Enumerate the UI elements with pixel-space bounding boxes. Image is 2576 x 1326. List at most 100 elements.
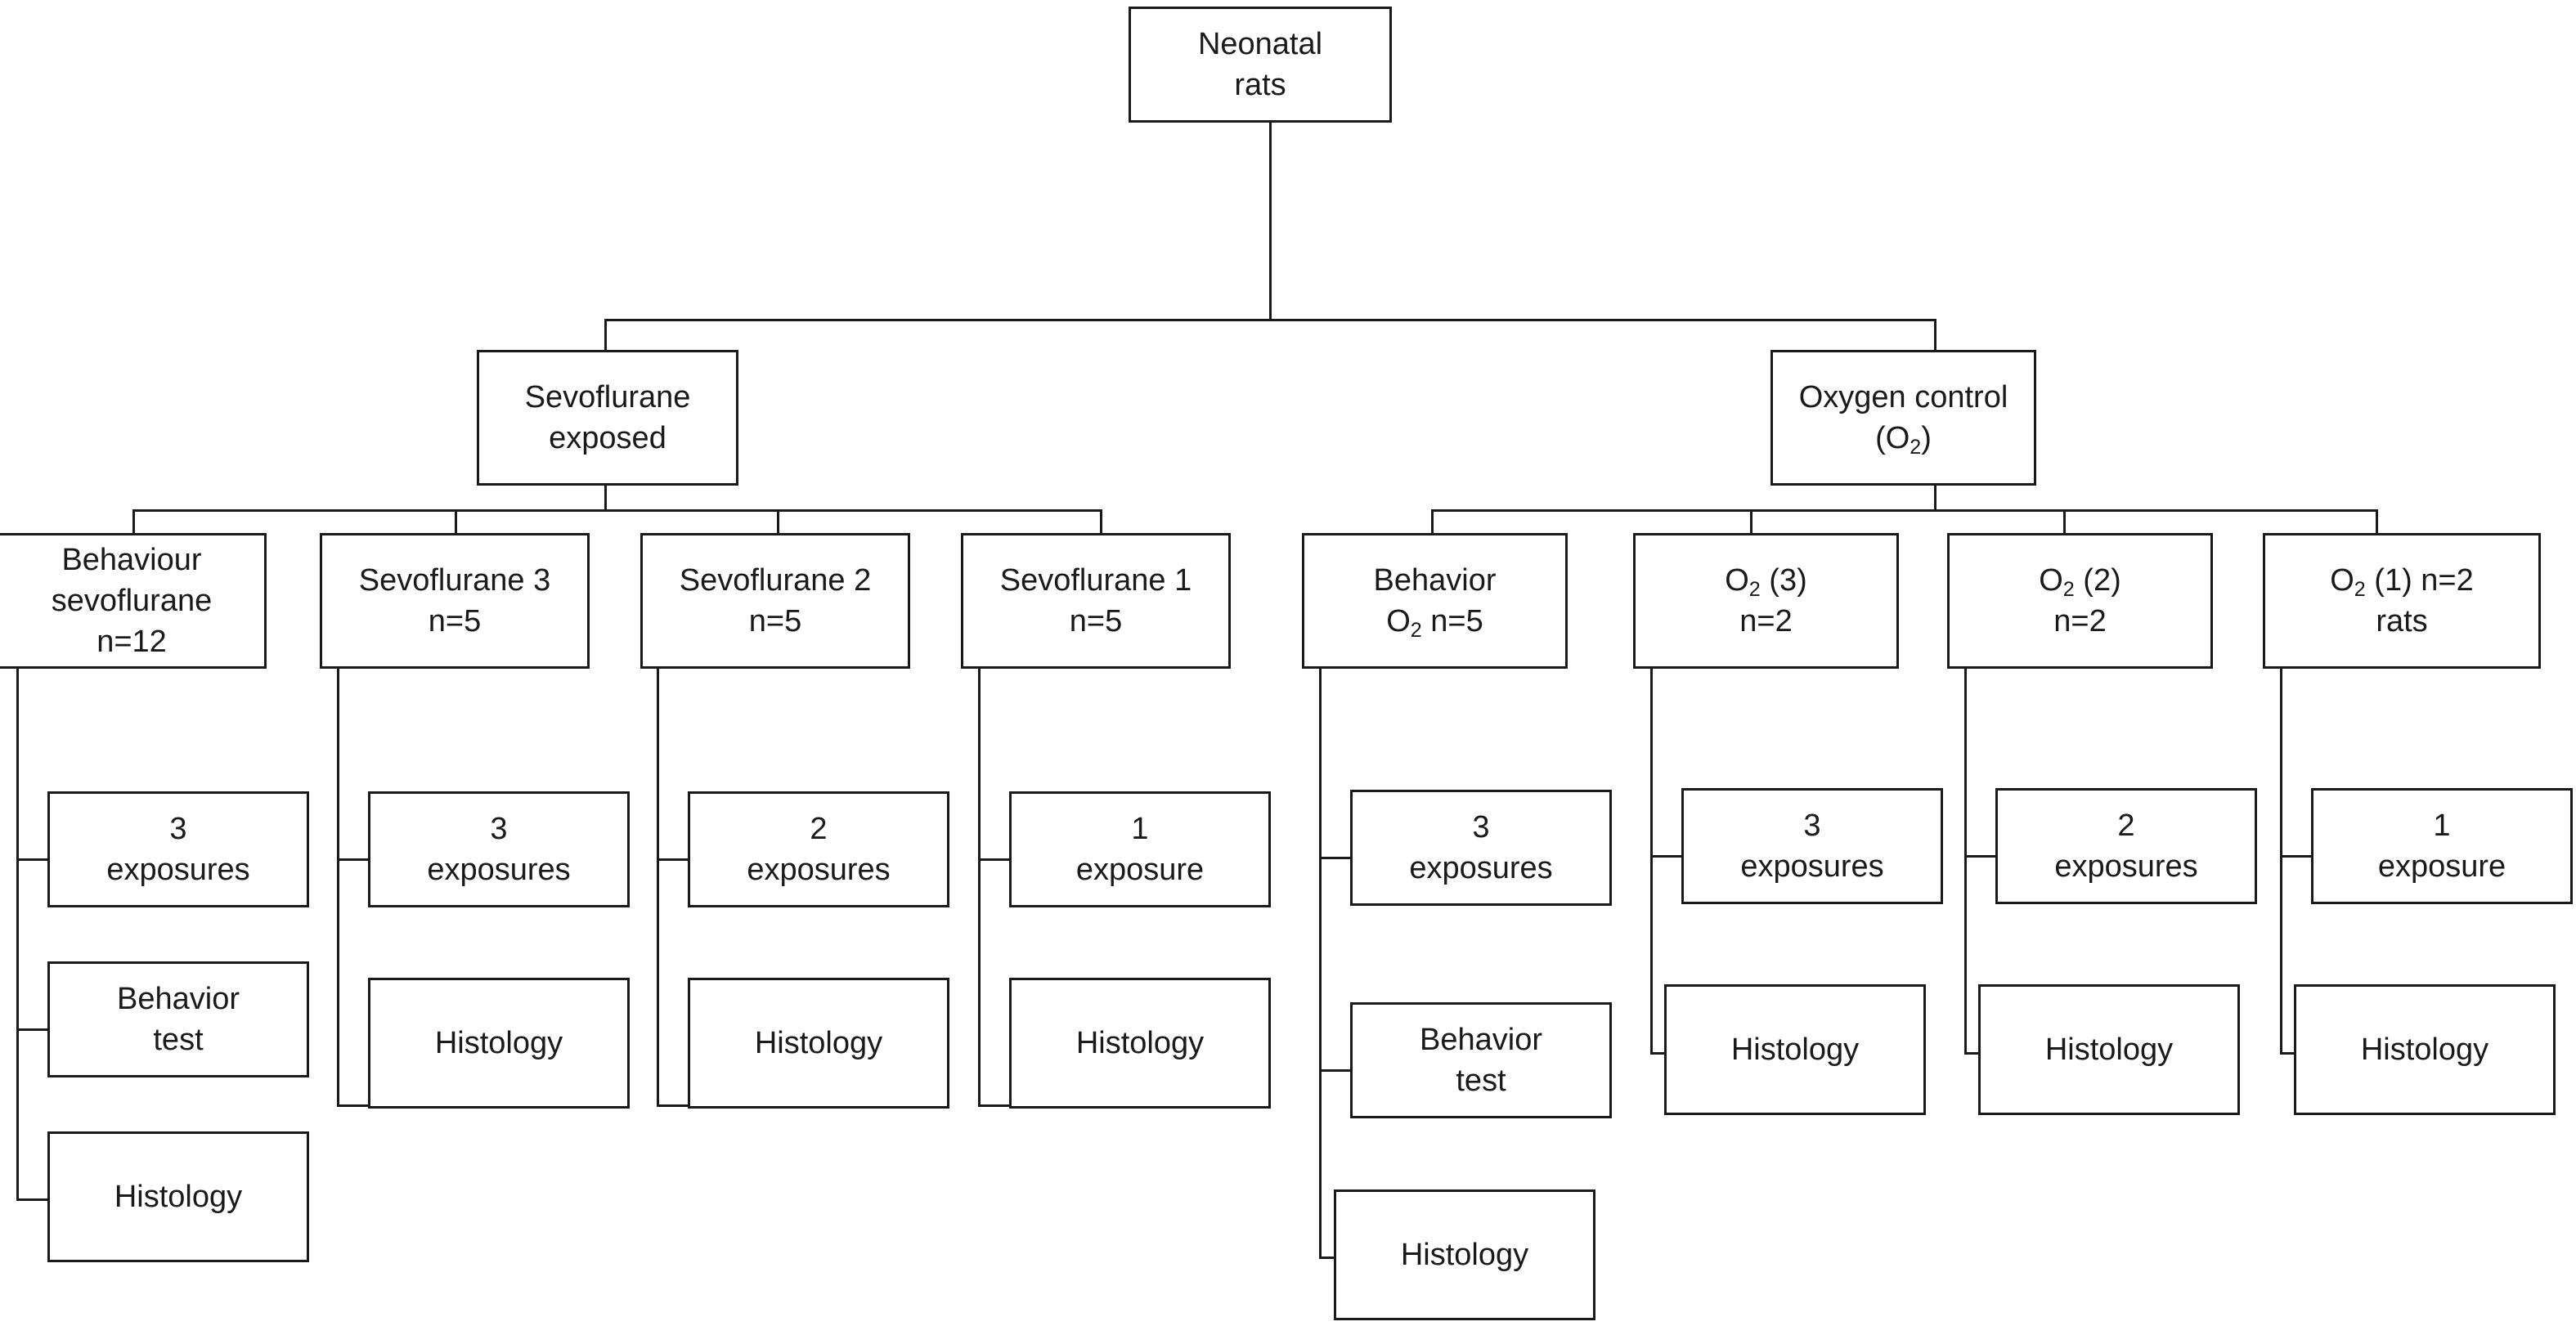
node-bo2-3-exposures-line1: 3 xyxy=(1472,809,1490,844)
node-o22-histology[interactable]: Histology xyxy=(1978,984,2240,1115)
edge-branch-o22-1 xyxy=(1964,855,1995,858)
node-o2-2-line1-post: (2) xyxy=(2074,562,2121,598)
edge-branch-sv2-2 xyxy=(657,1104,688,1107)
node-bo2-behavior-test-label: Behavior test xyxy=(1358,1019,1604,1101)
edge-branch-sv3-2 xyxy=(337,1104,368,1107)
node-sv3-histology[interactable]: Histology xyxy=(368,978,630,1109)
node-bo2-behavior-test-line2: test xyxy=(1456,1064,1506,1098)
node-sv1-histology[interactable]: Histology xyxy=(1009,978,1271,1109)
node-bo2-behavior-test-line1: Behavior xyxy=(1420,1022,1542,1057)
node-o2-3-label: O2 (3)n=2 xyxy=(1640,560,1892,642)
edge-drop-sevoflurane-1 xyxy=(1100,509,1102,534)
node-o22-histology-label: Histology xyxy=(2044,1032,2174,1067)
node-o2-1-line1-post: (1) n=2 xyxy=(2365,562,2474,598)
node-behavior-o2-line2-sub: 2 xyxy=(1410,619,1422,643)
node-bsv-behavior-test-line2: test xyxy=(153,1023,204,1057)
node-sv2-histology-label: Histology xyxy=(754,1025,883,1060)
node-o2-2[interactable]: O2 (2) n=2 xyxy=(1947,533,2213,669)
node-bsv-histology-label: Histology xyxy=(114,1179,243,1214)
node-sevoflurane-2-line1: Sevoflurane 2 xyxy=(679,562,872,598)
edge-branch-bo2-2 xyxy=(1319,1069,1350,1072)
node-behavior-o2-line1: Behavior xyxy=(1373,562,1497,598)
node-bo2-behavior-test[interactable]: Behavior test xyxy=(1350,1002,1612,1118)
edge-oxygen-control-stem xyxy=(1934,485,1936,511)
node-sevoflurane-2-label: Sevoflurane 2 n=5 xyxy=(648,560,903,642)
node-o23-3-exposures-line1: 3 xyxy=(1803,808,1821,843)
edge-sevo-exposed-stem xyxy=(604,485,607,511)
node-o2-2-line1-pre: O xyxy=(2039,562,2063,598)
node-o2-2-line1-sub: 2 xyxy=(2062,577,2075,601)
node-sv1-histology-label: Histology xyxy=(1075,1025,1205,1060)
node-o2-3[interactable]: O2 (3)n=2 xyxy=(1633,533,1899,669)
edge-drop-behavior-o2 xyxy=(1431,509,1434,534)
node-neonatal-rats-line1: Neonatal xyxy=(1197,26,1323,61)
node-o21-histology[interactable]: Histology xyxy=(2294,984,2556,1115)
node-oxygen-control-line2-post: ) xyxy=(1921,421,1932,455)
node-o2-2-label: O2 (2) n=2 xyxy=(1954,560,2206,642)
edge-spine-behavior-o2 xyxy=(1319,669,1322,1259)
node-oxygen-control-label: Oxygen control(O2) xyxy=(1778,377,2029,459)
node-behavior-o2-line2-post: n=5 xyxy=(1421,604,1483,638)
edge-branch-sv3-1 xyxy=(337,858,368,861)
node-bo2-histology[interactable]: Histology xyxy=(1334,1189,1595,1320)
node-o2-3-line1-pre: O xyxy=(1725,562,1749,598)
node-oxygen-control[interactable]: Oxygen control(O2) xyxy=(1770,350,2036,486)
node-sv2-histology[interactable]: Histology xyxy=(688,978,949,1109)
edge-sevo-group-splitter xyxy=(132,509,1102,512)
node-o2-1-line1-sub: 2 xyxy=(2354,577,2366,601)
edge-spine-behaviour-sevoflurane xyxy=(16,669,19,1201)
node-sevoflurane-2-line2: n=5 xyxy=(748,604,802,638)
node-bsv-histology[interactable]: Histology xyxy=(47,1131,309,1262)
node-sevoflurane-2[interactable]: Sevoflurane 2 n=5 xyxy=(640,533,910,669)
edge-root-stem xyxy=(1269,65,1272,320)
edge-branch-sv2-1 xyxy=(657,858,688,861)
edge-branch-bsv-2 xyxy=(16,1028,47,1031)
node-sevoflurane-3-line2: n=5 xyxy=(428,604,482,638)
node-sv3-histology-label: Histology xyxy=(434,1025,563,1060)
node-o23-histology[interactable]: Histology xyxy=(1664,984,1926,1115)
edge-spine-sevoflurane-2 xyxy=(657,669,659,1107)
edge-spine-sevoflurane-1 xyxy=(978,669,981,1107)
node-sv2-2-exposures-line2: exposures xyxy=(747,853,891,887)
edge-to-oxygen-control xyxy=(1934,319,1936,351)
node-sevoflurane-1-line2: n=5 xyxy=(1069,604,1123,638)
edge-spine-o2-2 xyxy=(1964,669,1967,1055)
node-behaviour-sevoflurane-line1: Behaviour xyxy=(61,542,202,577)
node-bo2-histology-label: Histology xyxy=(1400,1237,1529,1272)
edge-branch-o23-1 xyxy=(1650,855,1681,858)
edge-drop-o2-3 xyxy=(1750,509,1752,534)
edge-to-sevo-exposed xyxy=(604,319,607,351)
node-behaviour-sevoflurane-line3: n=12 xyxy=(96,625,167,660)
edge-spine-o2-1 xyxy=(2280,669,2282,1055)
node-behavior-o2-line2-pre: O xyxy=(1386,604,1411,638)
edge-drop-o2-2 xyxy=(2063,509,2066,534)
node-o2-2-line2: n=2 xyxy=(2053,604,2107,638)
node-o23-histology-label: Histology xyxy=(1730,1032,1860,1067)
